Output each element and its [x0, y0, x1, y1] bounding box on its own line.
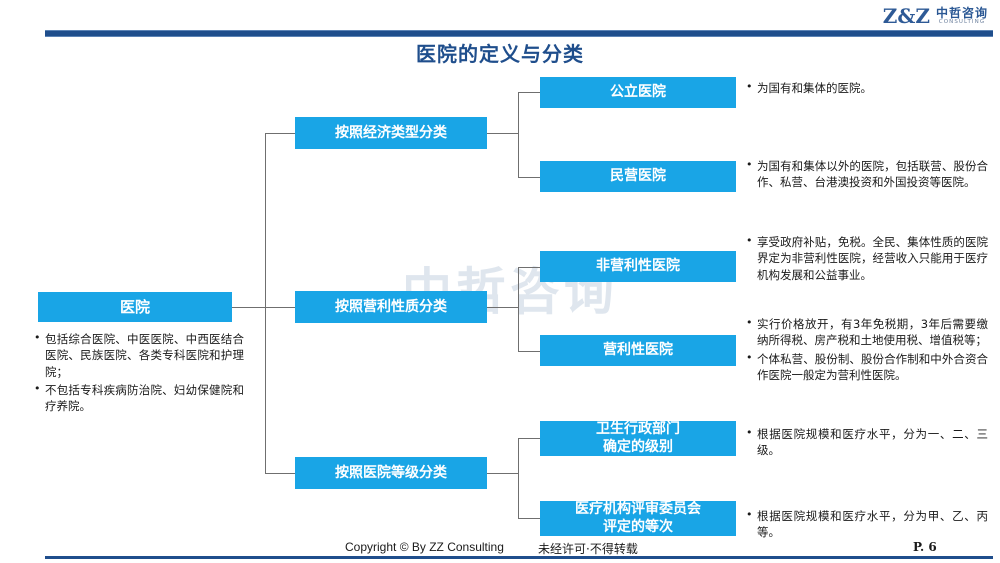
- node-leaf-private-hospital[interactable]: 民营医院: [540, 161, 736, 192]
- root-description: 包括综合医院、中医医院、中西医结合医院、民族医院、各类专科医院和护理院； 不包括…: [32, 330, 244, 417]
- header-divider: [45, 30, 993, 37]
- description-profit-hospital-bullet-2: 个体私营、股份制、股份合作制和中外合资合作医院一般定为营利性医院。: [744, 350, 988, 384]
- node-leaf-private-hospital-label: 民营医院: [610, 168, 666, 185]
- node-branch-hospital-grade[interactable]: 按照医院等级分类: [295, 457, 487, 489]
- node-branch-profit-nature-label: 按照营利性质分类: [335, 298, 447, 315]
- root-bullet-2: 不包括专科疾病防治院、妇幼保健院和疗养院。: [32, 381, 244, 415]
- footer-copyright: Copyright © By ZZ Consulting: [345, 540, 504, 554]
- node-branch-economic-type[interactable]: 按照经济类型分类: [295, 117, 487, 149]
- logo-english-name: CONSULTING: [938, 18, 986, 25]
- description-public-hospital: 为国有和集体的医院。: [744, 79, 988, 98]
- description-public-hospital-bullet-1: 为国有和集体的医院。: [744, 79, 988, 96]
- connector-leaf-committee-rank: [518, 518, 540, 519]
- description-profit-hospital-bullet-1: 实行价格放开，有3年免税期，3年后需要缴纳所得税、房产税和土地使用税、增值税等；: [744, 315, 988, 349]
- node-leaf-profit-hospital[interactable]: 营利性医院: [540, 335, 736, 366]
- logo-zz-mark: Z&Z: [882, 4, 930, 28]
- node-leaf-public-hospital[interactable]: 公立医院: [540, 77, 736, 108]
- node-leaf-admin-determined-grade-line1: 卫生行政部门: [596, 421, 680, 437]
- connector-leaf-nonprofit: [518, 267, 540, 268]
- description-committee-evaluated-rank-bullet-1: 根据医院规模和医疗水平，分为甲、乙、丙等。: [744, 507, 988, 541]
- node-leaf-profit-hospital-label: 营利性医院: [603, 342, 673, 359]
- connector-branch1-in: [265, 133, 295, 134]
- connector-leaf-profit: [518, 351, 540, 352]
- description-private-hospital-bullet-1: 为国有和集体以外的医院，包括联营、股份合作、私营、台港澳投资和外国投资等医院。: [744, 157, 988, 191]
- connector-branch3-in: [265, 473, 295, 474]
- footer-divider: [45, 556, 993, 559]
- node-leaf-committee-evaluated-rank-line2: 评定的等次: [603, 518, 673, 535]
- node-root-hospital[interactable]: 医院: [38, 292, 232, 322]
- node-root-label: 医院: [119, 298, 150, 316]
- node-branch-profit-nature[interactable]: 按照营利性质分类: [295, 291, 487, 323]
- node-leaf-committee-evaluated-rank-line1: 医疗机构评审委员会: [575, 501, 701, 517]
- node-branch-economic-type-label: 按照经济类型分类: [335, 124, 447, 141]
- root-bullet-1: 包括综合医院、中医医院、中西医结合医院、民族医院、各类专科医院和护理院；: [32, 330, 244, 380]
- connector-branch1-subspine: [518, 92, 519, 177]
- node-leaf-admin-determined-grade[interactable]: 卫生行政部门 确定的级别: [540, 421, 736, 456]
- description-nonprofit-hospital-bullet-1: 享受政府补贴，免税。全民、集体性质的医院界定为非营利性医院，经营收入只能用于医疗…: [744, 233, 988, 283]
- connector-leaf-private: [518, 177, 540, 178]
- connector-branch2-subspine: [518, 267, 519, 351]
- node-leaf-committee-evaluated-rank[interactable]: 医疗机构评审委员会 评定的等次: [540, 501, 736, 536]
- node-leaf-nonprofit-hospital[interactable]: 非营利性医院: [540, 251, 736, 282]
- node-leaf-public-hospital-label: 公立医院: [610, 84, 666, 101]
- connector-branch2-out: [486, 307, 519, 308]
- page-title: 医院的定义与分类: [416, 42, 584, 66]
- description-committee-evaluated-rank: 根据医院规模和医疗水平，分为甲、乙、丙等。: [744, 507, 988, 543]
- node-leaf-nonprofit-hospital-label: 非营利性医院: [596, 258, 680, 275]
- connector-branch3-subspine: [518, 438, 519, 518]
- footer-page-number: P. 6: [913, 540, 937, 554]
- connector-main-spine: [265, 133, 266, 473]
- description-nonprofit-hospital: 享受政府补贴，免税。全民、集体性质的医院界定为非营利性医院，经营收入只能用于医疗…: [744, 233, 988, 285]
- logo-chinese-name: 中哲咨询: [935, 5, 988, 20]
- description-profit-hospital: 实行价格放开，有3年免税期，3年后需要缴纳所得税、房产税和土地使用税、增值税等；…: [744, 315, 988, 385]
- description-admin-determined-grade-bullet-1: 根据医院规模和医疗水平，分为一、二、三级。: [744, 425, 988, 459]
- description-admin-determined-grade: 根据医院规模和医疗水平，分为一、二、三级。: [744, 425, 988, 461]
- node-branch-hospital-grade-label: 按照医院等级分类: [335, 464, 447, 481]
- description-private-hospital: 为国有和集体以外的医院，包括联营、股份合作、私营、台港澳投资和外国投资等医院。: [744, 157, 988, 193]
- node-leaf-admin-determined-grade-line2: 确定的级别: [603, 438, 673, 455]
- footer-notice: 未经许可·不得转载: [538, 542, 638, 556]
- connector-branch2-in: [265, 307, 295, 308]
- connector-branch3-out: [486, 473, 519, 474]
- connector-branch1-out: [486, 133, 519, 134]
- connector-root-stub: [232, 307, 266, 308]
- connector-leaf-admin-grade: [518, 438, 540, 439]
- connector-leaf-public: [518, 92, 540, 93]
